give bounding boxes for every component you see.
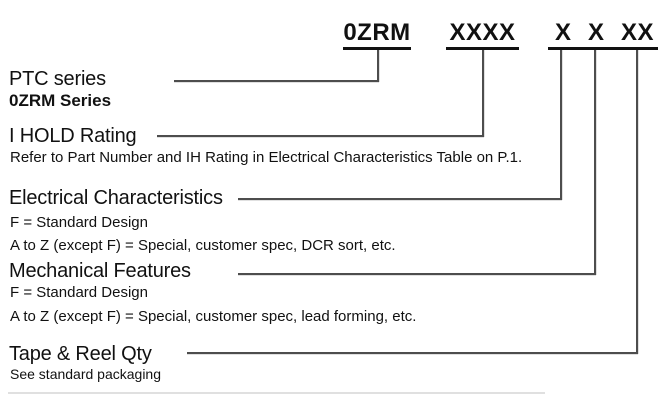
section-line-ihold-note: Refer to Part Number and IH Rating in El…	[10, 149, 523, 166]
connector-vline-tape-reel	[636, 50, 638, 354]
connector-vline-mechanical	[594, 50, 596, 275]
page-edge-line	[8, 392, 545, 394]
connector-hline-mechanical	[238, 273, 596, 275]
section-line-tape-reel-note: See standard packaging	[10, 366, 161, 382]
section-title-ptc-series: PTC series	[9, 68, 106, 90]
section-title-ihold-rating: I HOLD Rating	[9, 125, 137, 147]
connector-vline-ihold	[482, 50, 484, 137]
section-line-electrical-standard: F = Standard Design	[10, 214, 148, 231]
part-number-x-mechanical: X	[587, 19, 605, 46]
section-title-tape-reel-qty: Tape & Reel Qty	[9, 343, 152, 365]
section-line-electrical-special: A to Z (except F) = Special, customer sp…	[10, 237, 396, 254]
connector-hline-ihold	[157, 135, 484, 137]
section-line-mechanical-special: A to Z (except F) = Special, customer sp…	[10, 308, 417, 325]
part-number-x-electrical: X	[555, 19, 572, 46]
part-number-segment-series: 0ZRM	[343, 20, 411, 50]
part-number-segment-suffix-group: X X XX	[548, 20, 658, 50]
connector-hline-series	[174, 80, 379, 82]
section-line-mechanical-standard: F = Standard Design	[10, 284, 148, 301]
section-title-mechanical-features: Mechanical Features	[9, 260, 191, 282]
section-line-series-name: 0ZRM Series	[9, 91, 112, 110]
connector-hline-tape-reel	[187, 352, 638, 354]
part-number-xx-tape-reel: XX	[620, 19, 654, 46]
connector-vline-series	[377, 50, 379, 82]
connector-hline-electrical	[238, 198, 562, 200]
connector-vline-electrical	[560, 50, 562, 200]
section-title-electrical-characteristics: Electrical Characteristics	[9, 187, 223, 209]
part-number-segment-ihold-code: XXXX	[446, 20, 519, 50]
